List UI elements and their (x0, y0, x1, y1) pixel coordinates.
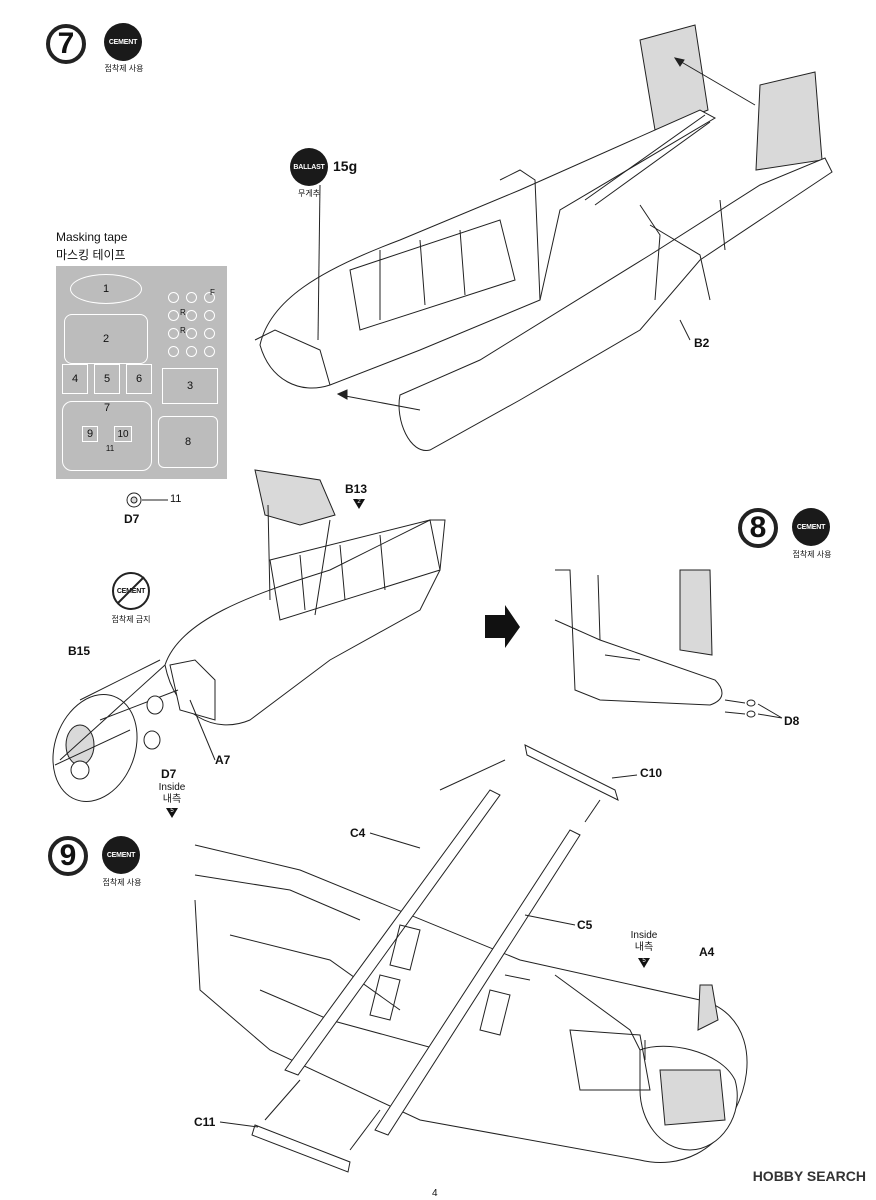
part-label-c10: C10 (640, 766, 663, 780)
inside-ref-marker: 5 (638, 958, 650, 968)
masking-title-ko: 마스킹 테이프 (56, 248, 126, 262)
mask-piece-7: 7 (62, 401, 152, 471)
mask-piece-1: 1 (70, 274, 142, 304)
b13-ref: 2 (357, 499, 361, 505)
fuselage-nose-step7-drawing (52, 469, 446, 802)
page-number: 4 (432, 1188, 438, 1199)
part-label-d7-inside: D7 (161, 767, 177, 781)
part-label-b15: B15 (68, 644, 91, 658)
part-label-d7: D7 (124, 512, 140, 526)
mask-piece-4: 4 (62, 364, 88, 394)
mask-piece-2: 2 (64, 314, 148, 364)
next-step-arrow (485, 605, 520, 648)
inside-label-ko: 내측 (634, 942, 654, 953)
mask-letter-f: F (210, 288, 215, 297)
tail-step8-drawing (485, 569, 783, 719)
part-label-b13: B13 (345, 482, 368, 496)
ballast-caption: 무게추 (297, 189, 321, 198)
mask-piece-9: 9 (82, 426, 98, 442)
inside-ref: 5 (642, 958, 646, 964)
part-label-c4: C4 (350, 826, 366, 840)
mask-piece-8: 8 (158, 416, 218, 468)
step-8-number: 8 (738, 508, 778, 548)
fuselage-step7-drawing (254, 24, 833, 451)
mask-piece-10: 10 (114, 426, 132, 442)
masking-title-en: Masking tape (56, 230, 128, 244)
part-label-a7: A7 (215, 753, 231, 767)
mask-letter-r2: R (180, 326, 186, 335)
watermark: HOBBY SEARCH (752, 1168, 866, 1184)
inside-ref: 5 (170, 808, 174, 814)
cement-caption: 접착제 사용 (792, 550, 832, 559)
inside-label-ko: 내측 (162, 794, 182, 805)
no-cement-icon: CEMENT (112, 572, 150, 610)
inside-label-en: Inside (630, 930, 658, 941)
part-label-a4: A4 (699, 945, 715, 959)
part-label-c11: C11 (194, 1115, 216, 1129)
cement-icon: CEMENT (102, 836, 140, 874)
cement-icon: CEMENT (792, 508, 830, 546)
fuselage-step9-drawing (194, 744, 748, 1173)
mask-piece-5: 5 (94, 364, 120, 394)
part-label-d8: D8 (784, 714, 800, 728)
inside-label-en: Inside (158, 782, 186, 793)
part-label-b2: B2 (694, 336, 710, 350)
ballast-icon: BALLAST (290, 148, 328, 186)
d7-mask-ref: 11 (170, 493, 182, 505)
cement-icon: CEMENT (104, 23, 142, 61)
part-label-c5: C5 (577, 918, 593, 932)
cement-caption: 접착제 사용 (104, 64, 144, 73)
step-7-number: 7 (46, 24, 86, 64)
cement-caption: 접착제 사용 (102, 878, 142, 887)
mask-piece-6: 6 (126, 364, 152, 394)
b13-ref-marker: 2 (353, 499, 365, 509)
mask-letter-r1: R (180, 308, 186, 317)
masking-tape-sheet: 1 2 3 4 5 6 7 9 10 11 8 F R R (56, 266, 227, 479)
step-9-number: 9 (48, 836, 88, 876)
no-cement-caption: 접착제 금지 (111, 615, 151, 624)
ballast-weight: 15g (333, 158, 358, 174)
inside-ref-marker: 5 (166, 808, 178, 818)
mask-piece-3: 3 (162, 368, 218, 404)
mask-piece-11: 11 (105, 443, 115, 453)
